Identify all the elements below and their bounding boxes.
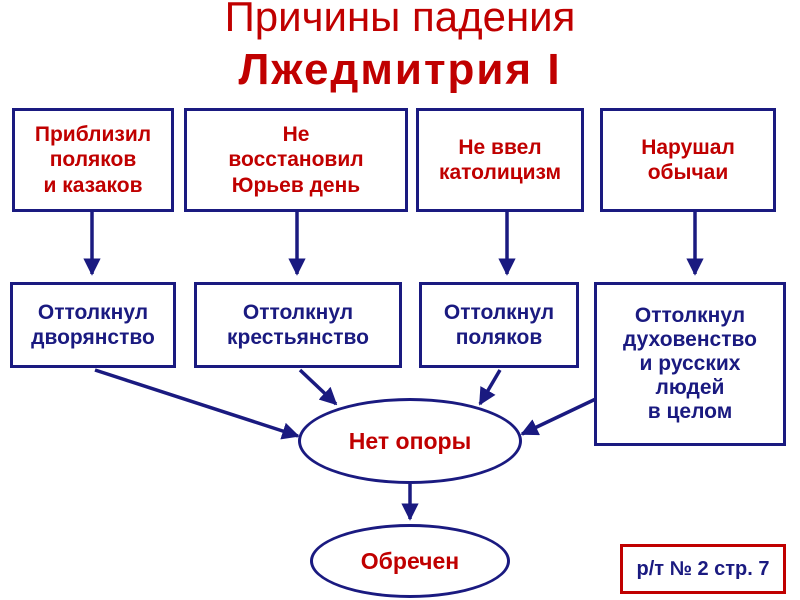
- arrow-effect3-center: [478, 369, 502, 406]
- reference-label: р/т № 2 стр. 7: [620, 544, 786, 594]
- cause-box-1: Приблизил поляков и казаков: [12, 108, 174, 212]
- effect-box-3: Оттолкнул поляков: [419, 282, 579, 368]
- effect-box-1: Оттолкнул дворянство: [10, 282, 176, 368]
- arrow-effect2-center: [298, 368, 338, 406]
- cause-box-2: Не восстановил Юрьев день: [184, 108, 408, 212]
- arrow-effect1-center: [94, 368, 300, 440]
- diagram-title-line1: Причины падения: [224, 0, 576, 40]
- cause-box-4: Нарушал обычаи: [600, 108, 776, 212]
- arrow-effect4-center: [520, 394, 603, 436]
- center-oval: Нет опоры: [298, 398, 522, 484]
- effect-box-4: Оттолкнул духовенство и русских людей в …: [594, 282, 786, 446]
- result-oval: Обречен: [310, 524, 510, 598]
- cause-box-3: Не ввел католицизм: [416, 108, 584, 212]
- diagram-title-line2: Лжедмитрия I: [238, 45, 562, 94]
- effect-box-2: Оттолкнул крестьянство: [194, 282, 402, 368]
